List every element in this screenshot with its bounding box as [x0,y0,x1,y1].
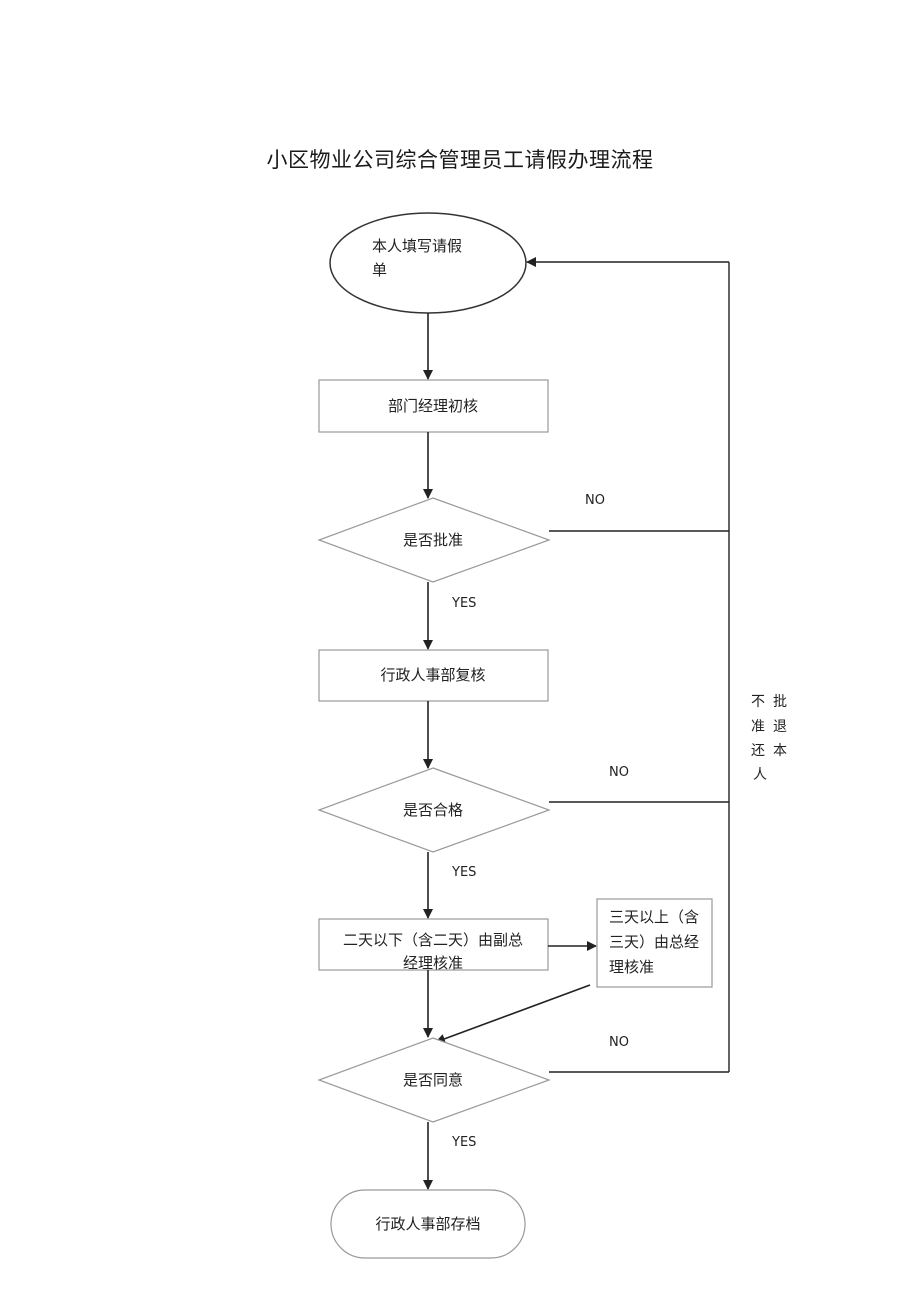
two-days-box [318,918,549,971]
arrow-threedays-to-agree [435,984,591,1044]
three-days-text-line1: 三天以上（含 [609,908,699,926]
qualify-decision-text: 是否合格 [403,801,463,819]
three-days-box [596,898,713,988]
archive-node [330,1189,526,1259]
yes-label-3: YES [451,1135,476,1150]
start-node [329,212,527,314]
side-note-c1-1: 不 [751,694,765,710]
agree-decision [317,1037,551,1123]
hr-review-box [318,649,549,702]
side-note-c1-3: 还 [751,743,765,759]
side-note-c1-2: 准 [751,719,765,735]
approve-decision [317,497,551,583]
side-note-c2-2: 退 [773,719,787,735]
three-days-text-line2: 三天）由总经 [609,933,699,951]
no-label-3: NO [609,1035,629,1050]
dept-review-box [318,379,549,433]
qualify-decision [317,767,551,853]
no-label-1: NO [585,493,605,508]
three-days-text-line3: 理核准 [609,958,654,976]
two-days-text-line2: 经理核准 [403,954,463,972]
side-note-c2-1: 批 [773,694,787,710]
two-days-text-line1: 二天以下（含二天）由副总 [343,931,523,949]
yes-label-2: YES [451,865,476,880]
page-title: 小区物业公司综合管理员工请假办理流程 [266,148,654,172]
hr-review-text: 行政人事部复核 [380,666,485,684]
archive-text: 行政人事部存档 [375,1215,480,1233]
start-text-line1: 本人填写请假 [372,237,462,255]
yes-label-1: YES [451,596,476,611]
no-label-2: NO [609,765,629,780]
side-note-c2-4: 人 [753,767,767,783]
approve-decision-text: 是否批准 [403,531,463,549]
agree-decision-text: 是否同意 [403,1071,463,1089]
dept-review-text: 部门经理初核 [388,397,478,415]
start-text-line2: 单 [372,261,387,279]
side-note-c2-3: 本 [773,743,787,759]
